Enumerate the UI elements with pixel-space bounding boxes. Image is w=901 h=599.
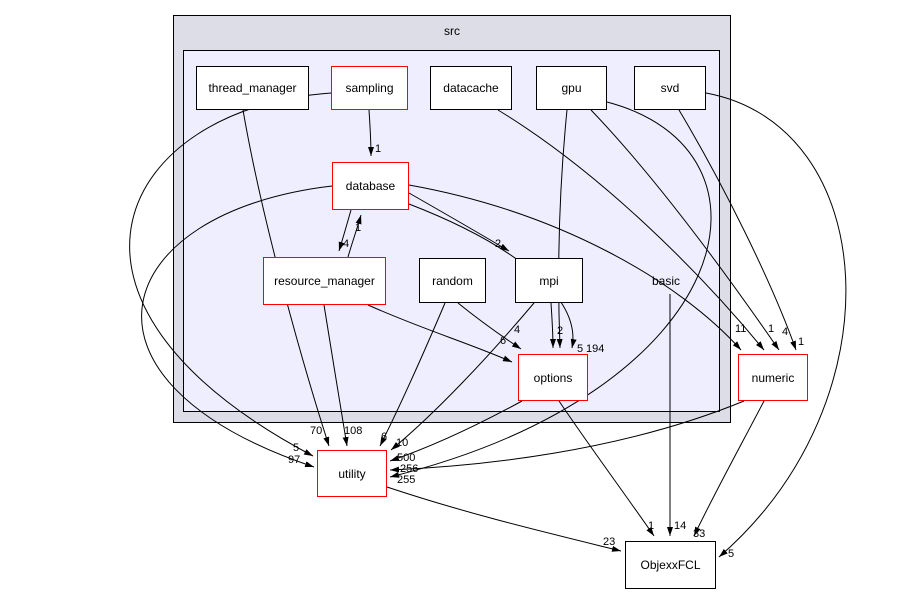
node-sampling[interactable]: sampling bbox=[331, 66, 408, 110]
node-mpi[interactable]: mpi bbox=[515, 258, 583, 303]
node-resource_manager[interactable]: resource_manager bbox=[263, 257, 386, 305]
node-label-datacache: datacache bbox=[443, 81, 499, 95]
node-label-svd: svd bbox=[660, 81, 680, 95]
node-thread_manager[interactable]: thread_manager bbox=[196, 66, 309, 110]
node-label-gpu: gpu bbox=[561, 81, 582, 95]
node-datacache[interactable]: datacache bbox=[430, 66, 512, 110]
node-label-ObjexxFCL: ObjexxFCL bbox=[640, 558, 701, 572]
node-label-database: database bbox=[345, 179, 396, 193]
cluster-label-src[interactable]: src bbox=[444, 24, 460, 38]
node-options[interactable]: options bbox=[518, 354, 588, 401]
node-label-resource_manager: resource_manager bbox=[274, 274, 375, 288]
node-random[interactable]: random bbox=[419, 258, 486, 303]
node-label-random: random bbox=[432, 273, 473, 288]
node-svd[interactable]: svd bbox=[634, 66, 706, 110]
node-label-sampling: sampling bbox=[345, 81, 394, 95]
node-database[interactable]: database bbox=[332, 162, 409, 210]
node-ObjexxFCL[interactable]: ObjexxFCL bbox=[625, 541, 716, 589]
node-gpu[interactable]: gpu bbox=[536, 66, 607, 110]
node-numeric[interactable]: numeric bbox=[738, 354, 808, 401]
node-label-numeric: numeric bbox=[751, 370, 795, 385]
node-label-utility: utility bbox=[338, 466, 366, 481]
node-label-mpi: mpi bbox=[539, 273, 559, 288]
node-label-options: options bbox=[533, 370, 573, 385]
node-utility[interactable]: utility bbox=[317, 450, 387, 497]
node-label-thread_manager: thread_manager bbox=[208, 81, 297, 95]
